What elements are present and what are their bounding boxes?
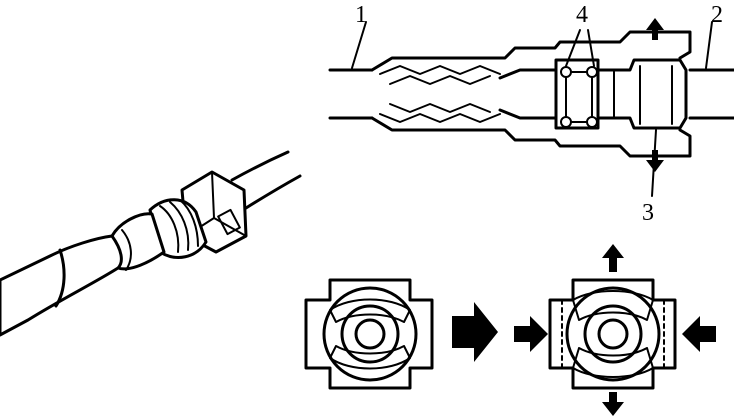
callout-label-2: 2 bbox=[711, 2, 723, 28]
push-arrow-left bbox=[514, 316, 548, 352]
release-arrow-down bbox=[602, 392, 624, 416]
callout-label-1: 1 bbox=[355, 2, 367, 28]
end-view-before bbox=[304, 278, 434, 390]
end-view-after bbox=[548, 278, 677, 390]
transition-arrow bbox=[452, 302, 498, 362]
perspective-connector-view bbox=[0, 150, 302, 337]
push-arrow-right bbox=[682, 316, 716, 352]
release-arrow-up bbox=[602, 244, 624, 272]
callout-label-3: 3 bbox=[642, 200, 654, 226]
callout-label-4: 4 bbox=[576, 2, 588, 28]
cross-section-view bbox=[328, 18, 734, 197]
